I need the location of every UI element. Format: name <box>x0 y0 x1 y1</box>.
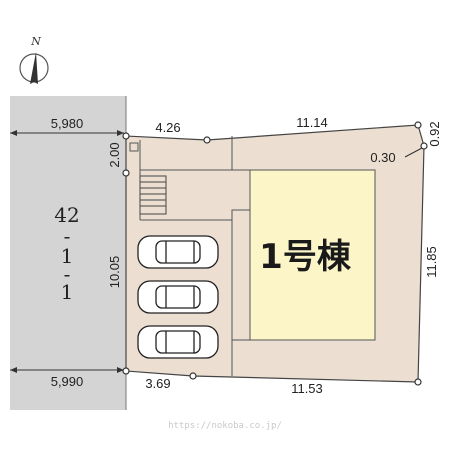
svg-text:-: - <box>64 262 71 286</box>
building-label: 1号棟 <box>259 237 352 277</box>
dim-bottom-right: 11.53 <box>291 381 323 396</box>
dim-bottom-left: 3.69 <box>145 376 170 391</box>
dim-road-bottom: 5,990 <box>51 374 84 389</box>
neighbor-lot-label: 42 - 1 - 1 <box>54 203 79 304</box>
road-bottom-arrow-right <box>117 367 124 373</box>
car-icon <box>137 235 219 269</box>
dim-right: 11.85 <box>424 246 439 278</box>
north-arrow-icon <box>19 52 49 84</box>
neighbor-lot-strip <box>10 96 126 410</box>
road-top-arrow-left <box>10 130 17 136</box>
boundary-markers <box>122 121 428 386</box>
stairs-icon <box>139 175 167 215</box>
car-icon <box>137 280 219 314</box>
dim-left-long: 10.05 <box>107 256 122 289</box>
road-top-arrow-right <box>117 130 124 136</box>
road-bottom-arrow-left <box>10 367 17 373</box>
dim-left-short: 2.00 <box>107 142 122 167</box>
meter-box <box>129 142 139 152</box>
dim-corner-inner: 0.30 <box>370 150 395 165</box>
svg-text:1: 1 <box>61 244 74 268</box>
dim-top-left: 4.26 <box>155 120 180 135</box>
corner-leader-line <box>404 147 423 158</box>
dim-top-right: 11.14 <box>296 115 328 130</box>
watermark: https://nokoba.co.jp/ <box>168 421 282 431</box>
svg-text:42: 42 <box>54 203 79 227</box>
dim-road-top: 5,980 <box>51 116 84 131</box>
car-icon <box>137 325 219 359</box>
dim-corner-right: 0.92 <box>427 121 442 146</box>
north-label: N <box>30 35 41 48</box>
building-footprint <box>249 169 376 341</box>
svg-text:-: - <box>64 224 71 248</box>
svg-text:1: 1 <box>61 280 74 304</box>
